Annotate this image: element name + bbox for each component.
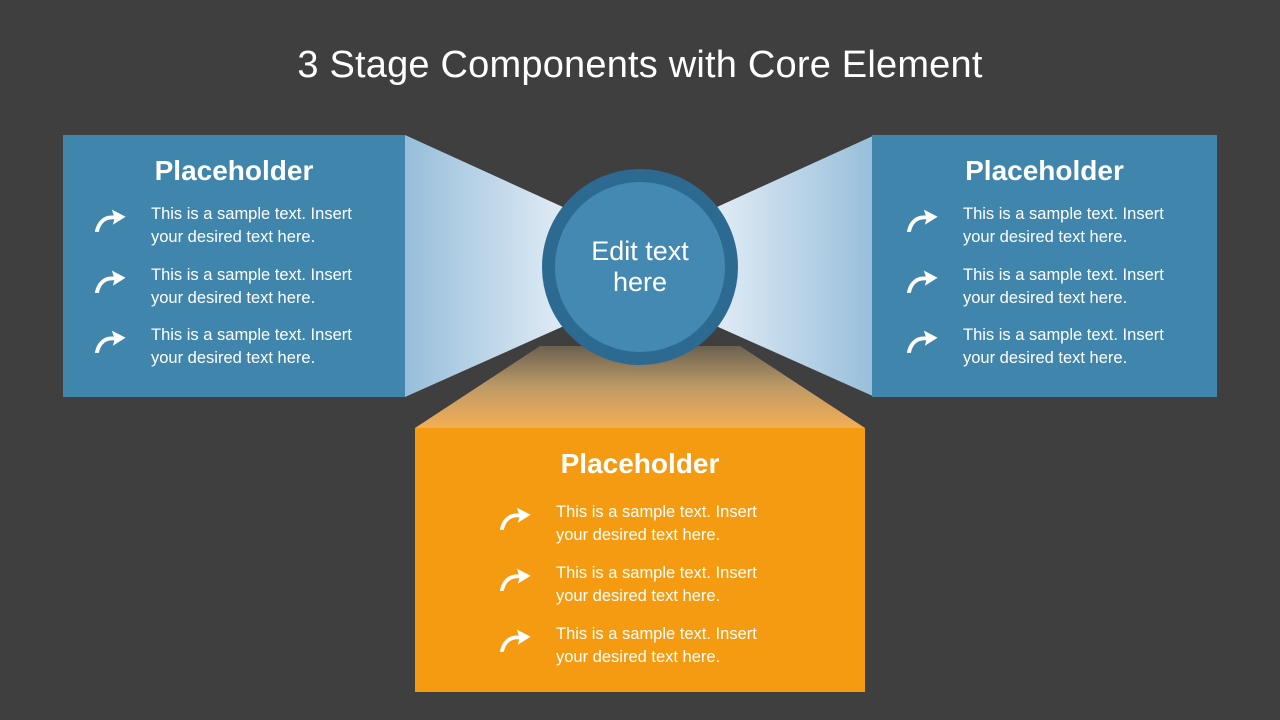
- curved-arrow-icon: [93, 268, 127, 295]
- list-item-text: This is a sample text. Insert your desir…: [556, 625, 757, 666]
- curved-arrow-icon: [498, 627, 532, 654]
- list-item: This is a sample text. Insert your desir…: [498, 623, 849, 669]
- curved-arrow-icon: [93, 328, 127, 355]
- curved-arrow-icon: [93, 207, 127, 234]
- list-item: This is a sample text. Insert your desir…: [93, 203, 395, 249]
- list-item-text: This is a sample text. Insert your desir…: [963, 205, 1164, 246]
- panel-left: Placeholder This is a sample text. Inser…: [63, 135, 405, 397]
- curved-arrow-icon: [905, 268, 939, 295]
- curved-arrow-icon: [905, 328, 939, 355]
- list-item-text: This is a sample text. Insert your desir…: [556, 564, 757, 605]
- curved-arrow-icon: [498, 505, 532, 532]
- slide-title: 3 Stage Components with Core Element: [297, 44, 983, 86]
- list-item-text: This is a sample text. Insert your desir…: [151, 266, 352, 307]
- list-item: This is a sample text. Insert your desir…: [93, 264, 395, 310]
- curved-arrow-icon: [905, 207, 939, 234]
- panel-right: Placeholder This is a sample text. Inser…: [872, 135, 1217, 397]
- curved-arrow-icon: [498, 566, 532, 593]
- list-item: This is a sample text. Insert your desir…: [93, 324, 395, 370]
- list-item-text: This is a sample text. Insert your desir…: [151, 326, 352, 367]
- list-item: This is a sample text. Insert your desir…: [905, 203, 1207, 249]
- list-item-text: This is a sample text. Insert your desir…: [151, 205, 352, 246]
- core-element-circle: Edit text here: [542, 169, 738, 365]
- list-item: This is a sample text. Insert your desir…: [905, 324, 1207, 370]
- list-item-text: This is a sample text. Insert your desir…: [963, 326, 1164, 367]
- panel-bottom: Placeholder This is a sample text. Inser…: [415, 428, 865, 692]
- list-item: This is a sample text. Insert your desir…: [905, 264, 1207, 310]
- panel-heading: Placeholder: [154, 155, 314, 186]
- list-item-text: This is a sample text. Insert your desir…: [556, 503, 757, 544]
- core-element-label: Edit text here: [591, 236, 689, 297]
- list-item: This is a sample text. Insert your desir…: [498, 562, 849, 608]
- panel-heading: Placeholder: [560, 448, 720, 479]
- list-item-text: This is a sample text. Insert your desir…: [963, 266, 1164, 307]
- list-item: This is a sample text. Insert your desir…: [498, 501, 849, 547]
- panel-heading: Placeholder: [965, 155, 1124, 186]
